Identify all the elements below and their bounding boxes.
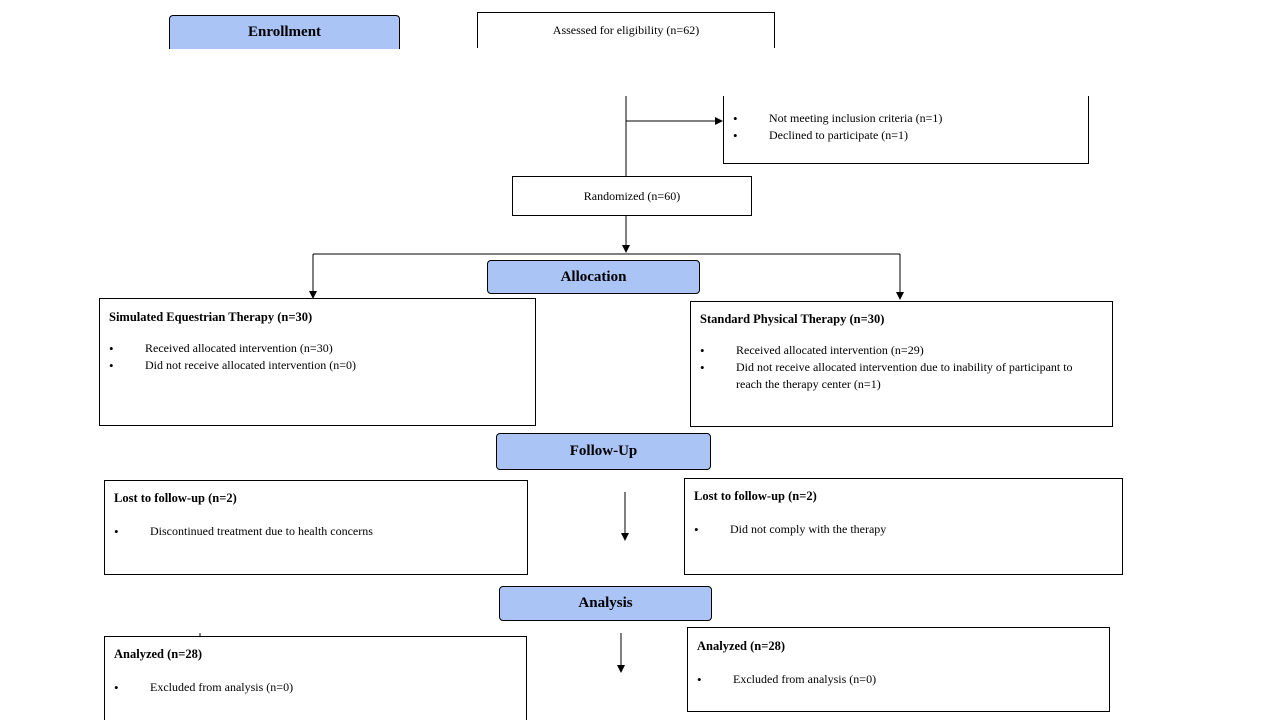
left-allocation-box: Simulated Equestrian Therapy (n=30) Rece… <box>99 298 536 426</box>
right-followup-box: Lost to follow-up (n=2) Did not comply w… <box>684 478 1123 575</box>
right-analysis-item: Excluded from analysis (n=0) <box>697 671 1097 688</box>
right-followup-item: Did not comply with the therapy <box>694 521 1094 538</box>
right-followup-title: Lost to follow-up (n=2) <box>694 489 817 503</box>
left-followup-title: Lost to follow-up (n=2) <box>114 491 237 505</box>
right-allocation-title: Standard Physical Therapy (n=30) <box>700 312 885 326</box>
assessed-box: Assessed for eligibility (n=62) <box>477 12 775 48</box>
right-allocation-box: Standard Physical Therapy (n=30) Receive… <box>690 301 1113 427</box>
left-allocation-item: Did not receive allocated intervention (… <box>109 357 509 374</box>
assessed-label: Assessed for eligibility (n=62) <box>552 23 700 37</box>
randomized-label: Randomized (n=60) <box>583 188 681 203</box>
left-followup-list: Discontinued treatment due to health con… <box>114 523 514 540</box>
phase-enrollment: Enrollment <box>169 15 400 49</box>
right-allocation-item: Did not receive allocated intervention d… <box>700 359 1090 393</box>
phase-enrollment-label: Enrollment <box>247 24 322 40</box>
left-analysis-title: Analyzed (n=28) <box>114 647 203 661</box>
right-followup-list: Did not comply with the therapy <box>694 521 1094 538</box>
phase-analysis: Analysis <box>499 586 712 621</box>
excluded-item: Not meeting inclusion criteria (n=1) <box>733 110 942 127</box>
right-allocation-item: Received allocated intervention (n=29) <box>700 342 1090 359</box>
excluded-list: Not meeting inclusion criteria (n=1) Dec… <box>733 110 942 144</box>
randomized-box: Randomized (n=60) <box>512 176 752 216</box>
phase-analysis-label: Analysis <box>578 595 633 611</box>
right-allocation-list: Received allocated intervention (n=29) D… <box>700 342 1090 393</box>
phase-allocation-label: Allocation <box>560 268 627 285</box>
excluded-item: Declined to participate (n=1) <box>733 127 942 144</box>
phase-follow-up: Follow-Up <box>496 433 711 470</box>
right-analysis-box: Analyzed (n=28) Excluded from analysis (… <box>687 627 1110 712</box>
left-analysis-item: Excluded from analysis (n=0) <box>114 679 514 696</box>
left-allocation-item: Received allocated intervention (n=30) <box>109 340 509 357</box>
right-analysis-title: Analyzed (n=28) <box>697 639 786 653</box>
left-allocation-list: Received allocated intervention (n=30) D… <box>109 340 509 374</box>
left-followup-item: Discontinued treatment due to health con… <box>114 523 514 540</box>
excluded-box: Not meeting inclusion criteria (n=1) Dec… <box>723 96 1089 164</box>
phase-allocation: Allocation <box>487 260 700 294</box>
left-allocation-title: Simulated Equestrian Therapy (n=30) <box>109 310 313 324</box>
left-analysis-list: Excluded from analysis (n=0) <box>114 679 514 696</box>
left-analysis-box: Analyzed (n=28) Excluded from analysis (… <box>104 636 527 720</box>
left-followup-box: Lost to follow-up (n=2) Discontinued tre… <box>104 480 528 575</box>
phase-follow-up-label: Follow-Up <box>569 443 638 459</box>
right-analysis-list: Excluded from analysis (n=0) <box>697 671 1097 688</box>
